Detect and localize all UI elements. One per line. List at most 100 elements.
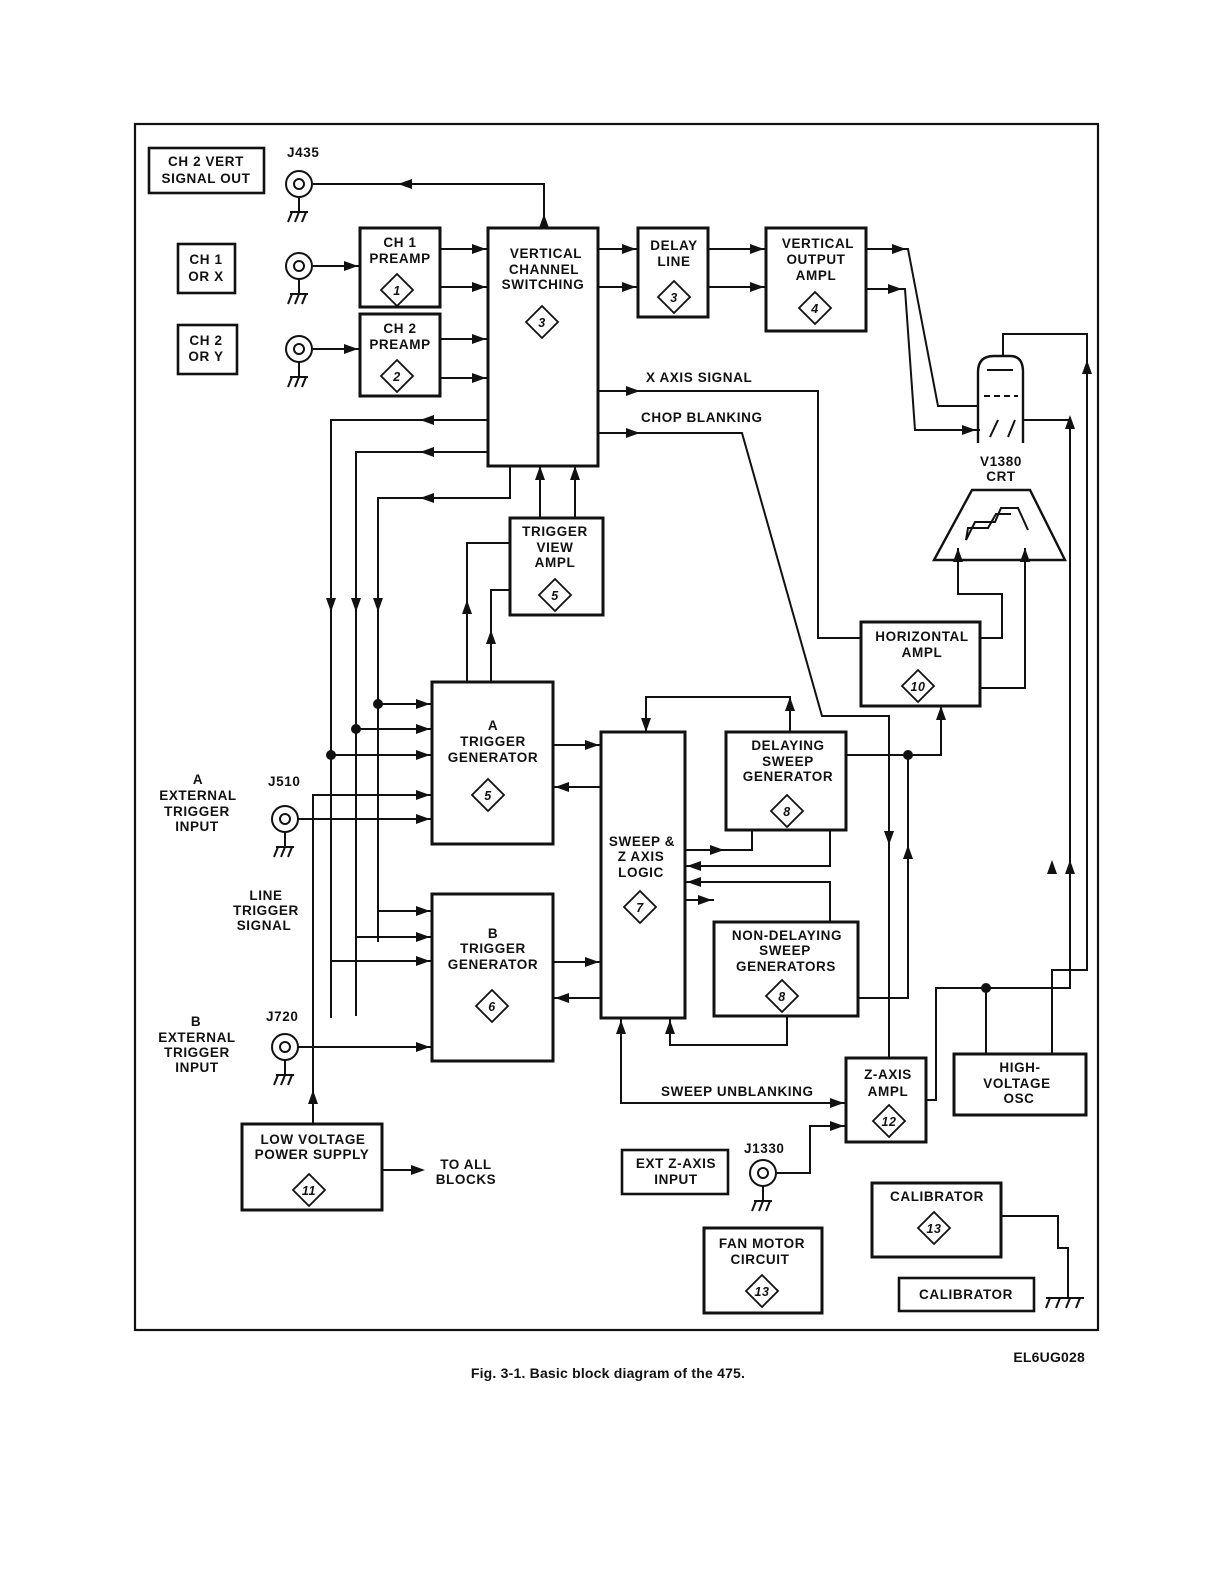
bnc-connector-j1330 [749, 1159, 777, 1212]
ch2-preamp-number: 2 [392, 370, 401, 384]
lv-supply-number-badge [291, 1172, 327, 1208]
connector-label-j1330: J1330 [744, 1141, 785, 1156]
delaying-sweep-line1: DELAYING [751, 738, 824, 753]
lv-supply-number: 11 [302, 1184, 316, 1198]
delay-line-number: 3 [670, 291, 678, 305]
sweep-logic-number-badge [622, 889, 658, 925]
z-axis-ampl-block [844, 1056, 928, 1144]
ch2-vert-signal-out-label [147, 146, 266, 195]
b-trigger-line1: B [488, 926, 498, 941]
ext-z-input-line2: INPUT [654, 1172, 698, 1187]
delaying-sweep-line3: GENERATOR [743, 769, 833, 784]
delay-line-line1: DELAY [650, 238, 698, 253]
delay-line-line2: LINE [657, 254, 690, 269]
a-trigger-number: 5 [484, 789, 492, 803]
ext-z-input-line1: EXT Z-AXIS [636, 1156, 716, 1171]
sweep-logic-line1: SWEEP & [609, 834, 675, 849]
hv-osc-line3: OSC [1003, 1091, 1034, 1106]
ch1-or-x-line2: OR X [188, 269, 223, 284]
x-axis-signal-label: X AXIS SIGNAL [646, 370, 752, 385]
z-axis-ampl-line2: AMPL [868, 1084, 909, 1099]
calibrator-terminal-text: CALIBRATOR [919, 1287, 1013, 1302]
trigger-view-line2: VIEW [537, 540, 574, 555]
b-trigger-number-badge [474, 988, 510, 1024]
delaying-sweep-number-badge [769, 793, 805, 829]
vertical-switching-line2: CHANNEL [509, 262, 579, 277]
sweep-logic-line3: LOGIC [618, 865, 664, 880]
trigger-view-number-badge [537, 577, 573, 613]
connector-label-j510: J510 [268, 774, 300, 789]
fan-motor-line2: CIRCUIT [731, 1252, 790, 1267]
sweep-logic-number: 7 [636, 901, 644, 915]
line-trigger-line2: TRIGGER [233, 903, 299, 918]
b-ext-trigger-line2: EXTERNAL [158, 1030, 236, 1045]
b-ext-trigger-line3: TRIGGER [164, 1045, 230, 1060]
nondelaying-sweep-number: 8 [778, 990, 786, 1004]
lv-supply-line2: POWER SUPPLY [255, 1147, 370, 1162]
diagram-frame [133, 122, 1100, 1332]
figure-caption: Fig. 3-1. Basic block diagram of the 475… [471, 1365, 745, 1381]
z-axis-ampl-line1: Z-AXIS [864, 1067, 912, 1082]
vertical-output-number: 4 [810, 302, 819, 316]
calibrator-block-label: CALIBRATOR [890, 1189, 984, 1204]
a-trigger-line2: TRIGGER [460, 734, 526, 749]
ch2-preamp-number-badge [379, 358, 415, 394]
bnc-connector-j435 [285, 170, 313, 223]
b-trigger-number: 6 [488, 1000, 496, 1014]
z-axis-ampl-number: 12 [881, 1115, 896, 1129]
fan-motor-number-badge [744, 1273, 780, 1309]
arrowheads [308, 179, 1092, 1175]
vertical-switching-number: 3 [538, 316, 546, 330]
hv-osc-line1: HIGH- [999, 1060, 1040, 1075]
to-all-blocks-line1: TO ALL [440, 1157, 492, 1172]
a-ext-trigger-line2: EXTERNAL [159, 788, 237, 803]
sweep-logic-line2: Z AXIS [618, 849, 665, 864]
nondelaying-sweep-line1: NON-DELAYING [732, 928, 842, 943]
drawing-code: EL6UG028 [1013, 1349, 1085, 1365]
calibrator-number: 13 [926, 1222, 941, 1236]
ch2-vert-out-line2: SIGNAL OUT [161, 171, 250, 186]
ch2-or-y-line1: CH 2 [189, 333, 222, 348]
to-all-blocks-line2: BLOCKS [436, 1172, 497, 1187]
sweep-z-axis-logic-block [599, 730, 687, 1020]
a-trigger-number-badge [470, 777, 506, 813]
vertical-output-line1: VERTICAL [782, 236, 854, 251]
trigger-view-number: 5 [551, 589, 559, 603]
ext-z-axis-input-label [620, 1148, 730, 1196]
line-trigger-line3: SIGNAL [237, 918, 292, 933]
horizontal-ampl-line1: HORIZONTAL [875, 629, 969, 644]
ch1-preamp-line1: CH 1 [383, 235, 416, 250]
crt-label-line1: V1380 [980, 454, 1022, 469]
bnc-connector-j720 [271, 1033, 299, 1086]
horizontal-ampl-number-badge [900, 668, 936, 704]
delaying-sweep-number: 8 [783, 805, 791, 819]
ch1-preamp-line2: PREAMP [369, 251, 430, 266]
vertical-output-line3: AMPL [796, 268, 837, 283]
delaying-sweep-line2: SWEEP [762, 754, 814, 769]
crt-label-line2: CRT [986, 469, 1016, 484]
b-ext-trigger-line1: B [191, 1014, 201, 1029]
delay-line-number-badge [656, 279, 692, 315]
calibrator-terminal-label [897, 1276, 1036, 1313]
calibrator-ground-icon [1045, 1297, 1084, 1309]
b-trigger-line2: TRIGGER [460, 941, 526, 956]
vertical-output-line2: OUTPUT [786, 252, 845, 267]
fan-motor-line1: FAN MOTOR [719, 1236, 805, 1251]
b-trigger-line3: GENERATOR [448, 957, 538, 972]
a-trigger-line1: A [488, 718, 498, 733]
nondelaying-sweep-number-badge [764, 978, 800, 1014]
vertical-output-number-badge [797, 290, 833, 326]
a-trigger-generator-block [430, 680, 555, 846]
crt-symbol [931, 354, 1067, 562]
bnc-connector-j510 [271, 805, 299, 858]
bnc-connector-ch2 [285, 335, 313, 388]
horizontal-ampl-number: 10 [910, 680, 925, 694]
lv-supply-line1: LOW VOLTAGE [260, 1132, 365, 1147]
vertical-switching-line1: VERTICAL [510, 246, 582, 261]
chop-blanking-label: CHOP BLANKING [641, 410, 763, 425]
nondelaying-sweep-line3: GENERATORS [736, 959, 836, 974]
ch2-vert-out-line1: CH 2 VERT [168, 154, 244, 169]
connector-label-j720: J720 [266, 1009, 298, 1024]
sweep-unblanking-label: SWEEP UNBLANKING [661, 1084, 814, 1099]
